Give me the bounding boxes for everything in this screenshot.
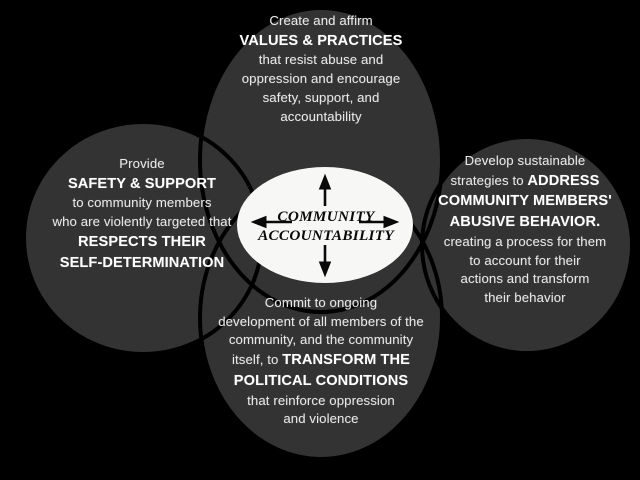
petal-right-line-1: Develop sustainable	[464, 153, 586, 168]
petal-right-line-2-plain: strategies to	[450, 172, 528, 188]
petal-top-line-3: that resist abuse and	[258, 52, 384, 68]
center-label-line-1: COMMUNITY	[277, 208, 375, 225]
petal-top-line-5: safety, support, and	[262, 89, 380, 105]
petal-top-line-4: oppression and encourage	[241, 71, 401, 87]
petal-right-shape	[422, 137, 632, 353]
petal-bottom-line-1: Commit to ongoing	[264, 295, 378, 310]
petal-bottom-line-4-strong: TRANSFORM THE	[282, 352, 410, 369]
petal-bottom-line-6: that reinforce oppression	[247, 392, 395, 408]
center-label: COMMUNITY ACCOUNTABILITY	[248, 207, 404, 245]
petal-left-line-3: to community members	[72, 195, 212, 211]
petal-top-line-6: accountability	[280, 108, 362, 124]
petal-right-line-2: strategies to ADDRESS	[412, 171, 638, 192]
petal-left-line-6: SELF-DETERMINATION	[59, 254, 225, 271]
petal-left-line-5: RESPECTS THEIR	[78, 233, 206, 250]
petal-top-line-1: Create and affirm	[269, 13, 373, 28]
petal-left-line-2: SAFETY & SUPPORT	[67, 175, 217, 192]
petal-right-line-5: creating a process for them	[443, 233, 607, 249]
petal-left-label: Provide SAFETY & SUPPORT to community me…	[8, 155, 276, 273]
petal-right-line-6: to account for their	[469, 252, 581, 268]
petal-bottom-line-4-plain: itself, to	[232, 352, 283, 368]
center-label-line-2: ACCOUNTABILITY	[258, 227, 394, 244]
petal-left-line-4: who are violently targeted that	[52, 214, 232, 230]
petal-bottom-line-4: itself, to TRANSFORM THE	[190, 350, 452, 371]
petal-bottom-line-7: and violence	[283, 411, 359, 427]
petal-right-line-2-strong: ADDRESS	[527, 172, 600, 189]
petal-top-line-2: VALUES & PRACTICES	[239, 32, 403, 49]
petal-right-line-4: ABUSIVE BEHAVIOR.	[449, 214, 601, 231]
petal-right-line-3: COMMUNITY MEMBERS'	[438, 193, 612, 210]
arrow-right-icon	[359, 215, 400, 229]
petal-bottom-line-5: POLITICAL CONDITIONS	[233, 372, 409, 389]
petal-right-label: Develop sustainable strategies to ADDRES…	[412, 152, 638, 308]
center-arrows	[250, 173, 400, 278]
arrow-down-icon	[318, 245, 332, 278]
petal-left-line-1: Provide	[119, 156, 165, 171]
petal-bottom-label: Commit to ongoing development of all mem…	[190, 294, 452, 429]
arrow-left-icon	[250, 215, 292, 229]
petal-separators	[22, 6, 634, 461]
petal-top-label: Create and affirm VALUES & PRACTICES tha…	[196, 12, 446, 126]
petal-bottom-line-2: development of all members of the	[218, 313, 424, 329]
petal-right-line-7: actions and transform	[460, 271, 590, 287]
center-ellipse	[237, 167, 413, 283]
arrow-up-icon	[318, 173, 332, 206]
petal-bottom-line-3: community, and the community	[228, 332, 414, 348]
petal-right-line-8: their behavior	[484, 290, 566, 306]
